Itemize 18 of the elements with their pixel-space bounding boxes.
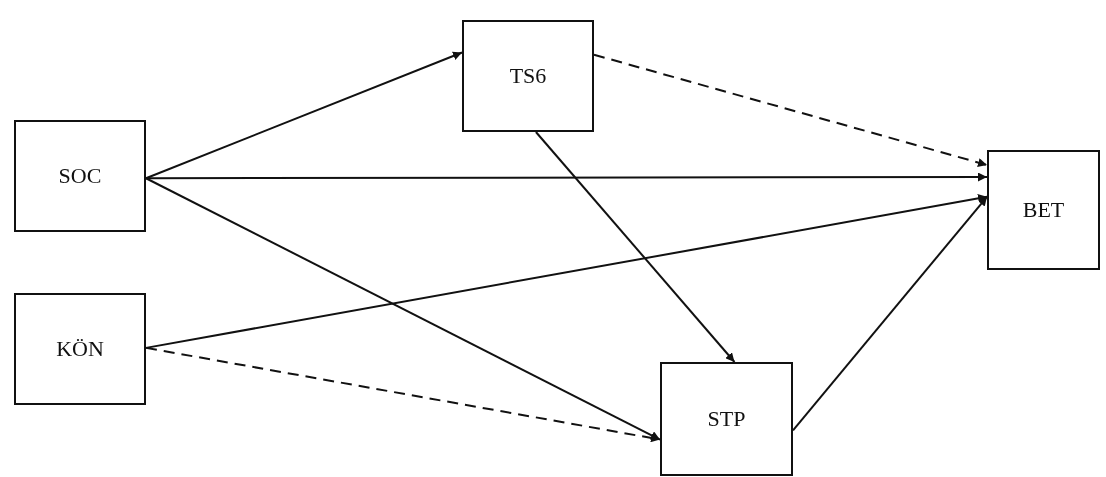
variable-label: TS6 — [509, 63, 547, 89]
arrow — [145, 172, 988, 182]
variable-label: SOC — [58, 163, 102, 189]
arrow — [145, 177, 661, 441]
arrow — [792, 195, 988, 432]
variable-box — [660, 362, 793, 476]
arrow — [534, 131, 736, 363]
variable-box — [14, 120, 146, 232]
variable-label: BET — [1022, 197, 1065, 223]
variable-box — [462, 20, 594, 132]
arrow — [145, 346, 661, 443]
variable-label: KÖN — [56, 336, 104, 362]
arrow — [145, 193, 988, 349]
variable-box — [14, 293, 146, 405]
arrow — [145, 51, 463, 180]
variable-box — [987, 150, 1100, 270]
arrow — [593, 53, 988, 167]
variable-label: STP — [707, 406, 746, 432]
